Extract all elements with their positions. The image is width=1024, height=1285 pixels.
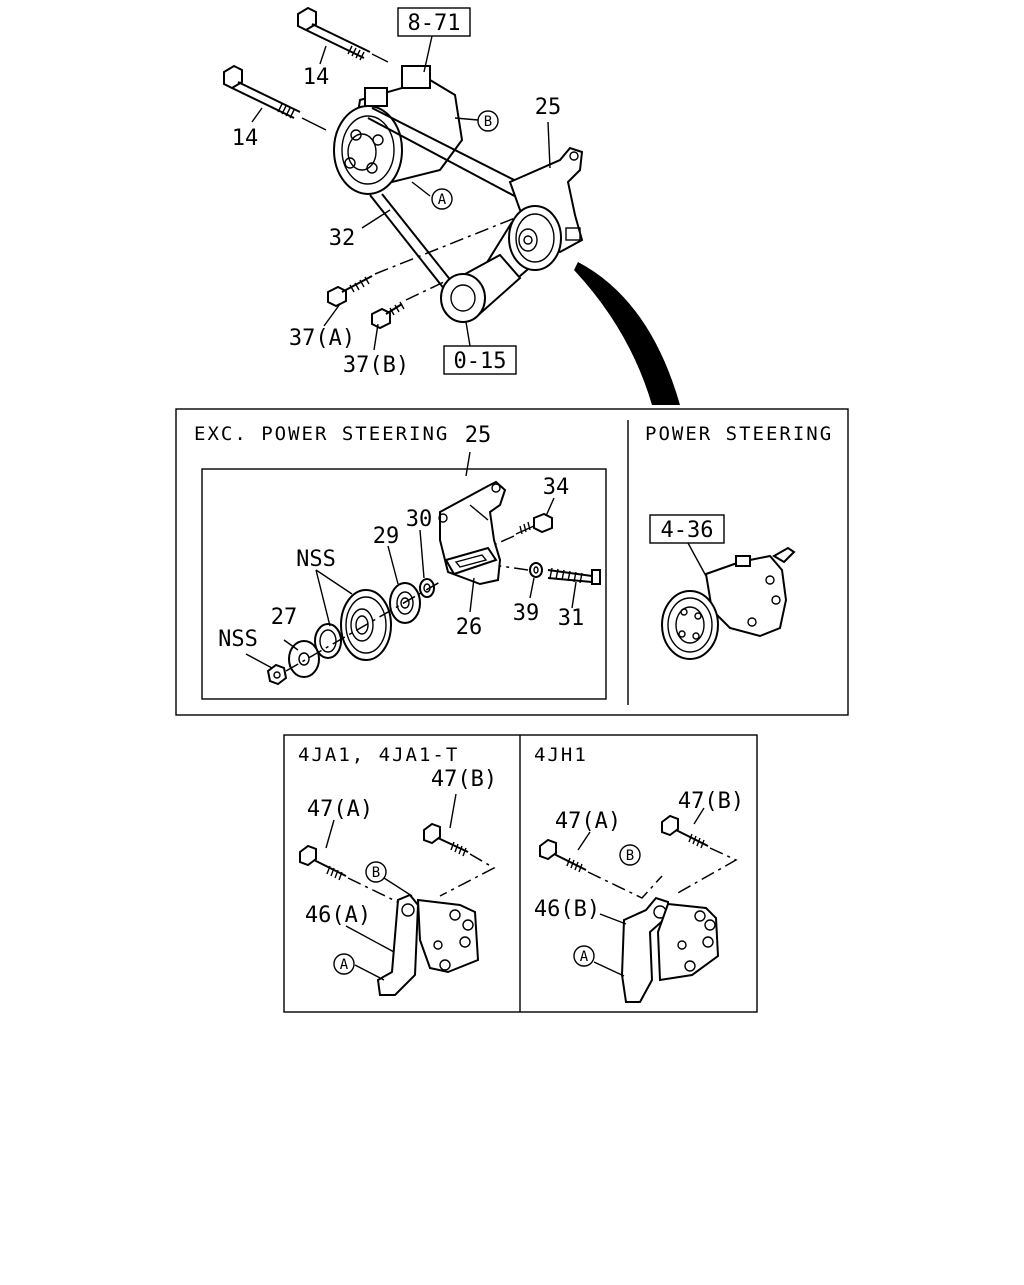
leader-lines-left [325, 793, 457, 981]
callout-46a: 46(A) [305, 903, 371, 928]
ref-box-8-71: 8-71 [397, 7, 471, 37]
marker-b-left-label: B [372, 865, 380, 881]
callout-47b-left: 47(B) [431, 767, 497, 792]
ref-box-0-15: 0-15 [443, 345, 517, 375]
callout-32: 32 [329, 226, 356, 251]
leader-lines-middle [245, 451, 577, 669]
marker-b-top-label: B [484, 114, 492, 130]
header-4jh1: 4JH1 [534, 744, 588, 766]
callout-30: 30 [406, 507, 433, 532]
bottom-panel: 4JA1, 4JA1-T 4JH1 [283, 734, 758, 1013]
top-assembly: 8-71 0-15 14 14 25 32 37(A) 37(B) B A [223, 6, 680, 405]
callout-47b-right: 47(B) [678, 789, 744, 814]
callout-nss-pulley: NSS [296, 547, 336, 572]
washer-27 [288, 640, 320, 678]
callout-37a: 37(A) [289, 326, 355, 351]
bolt-47b-right [661, 814, 738, 895]
bolt-47a-left [299, 844, 411, 909]
leader-lines-top [251, 35, 551, 351]
bolt-37b [371, 279, 449, 330]
ref-0-15-label: 0-15 [454, 349, 507, 374]
callout-nss-nut: NSS [218, 627, 258, 652]
washer-30 [419, 578, 435, 598]
power-steering-pump: 4-36 [649, 514, 796, 660]
marker-a-right: A [573, 945, 595, 967]
idler-pulley-top [508, 205, 562, 271]
compressor [333, 65, 464, 195]
axis-line-middle [285, 581, 441, 672]
header-4ja1: 4JA1, 4JA1-T [298, 744, 459, 766]
lower-pulley [440, 253, 522, 323]
washer-39 [499, 562, 543, 578]
marker-b-top: B [477, 110, 499, 132]
bracket-46a [376, 893, 480, 996]
bolt-47a-right [539, 838, 663, 899]
screw-34 [495, 512, 553, 545]
callout-37b: 37(B) [343, 353, 409, 378]
callout-14-left: 14 [232, 126, 259, 151]
callout-47a-left: 47(A) [307, 797, 373, 822]
bolt-37a [327, 217, 516, 308]
bolt-14-upper [297, 6, 389, 63]
bolt-47b-left [423, 822, 496, 897]
header-power-steering: POWER STEERING [645, 423, 833, 445]
callout-25-top: 25 [535, 95, 562, 120]
callout-39: 39 [513, 601, 540, 626]
marker-a-left: A [333, 953, 355, 975]
marker-b-right: B [619, 844, 641, 866]
marker-a-top: A [431, 188, 453, 210]
marker-a-left-label: A [340, 957, 349, 973]
callout-31: 31 [558, 606, 585, 631]
bracket-46b [620, 896, 720, 1003]
callout-34: 34 [543, 475, 570, 500]
header-exc-power-steering: EXC. POWER STEERING [194, 423, 449, 445]
callout-27: 27 [271, 605, 298, 630]
marker-a-top-label: A [438, 192, 447, 208]
bolt-31 [547, 567, 601, 585]
marker-a-right-label: A [580, 949, 589, 965]
nut-nss [266, 663, 288, 686]
middle-panel: EXC. POWER STEERING POWER STEERING [175, 408, 849, 716]
bolt-14-left [223, 64, 327, 131]
bearing-nss [314, 623, 342, 659]
ref-8-71-label: 8-71 [408, 11, 461, 36]
callout-47a-right: 47(A) [555, 809, 621, 834]
marker-b-left: B [365, 861, 387, 883]
callout-26: 26 [456, 615, 483, 640]
callout-29: 29 [373, 524, 400, 549]
callout-25-panel: 25 [465, 423, 492, 448]
callout-14-upper: 14 [303, 65, 330, 90]
plate-26 [444, 546, 498, 576]
callout-46b: 46(B) [534, 897, 600, 922]
leader-lines-right [577, 807, 705, 977]
marker-b-right-label: B [626, 848, 634, 864]
detail-pointer-arrow [574, 262, 680, 405]
ref-4-36-label: 4-36 [661, 518, 714, 543]
